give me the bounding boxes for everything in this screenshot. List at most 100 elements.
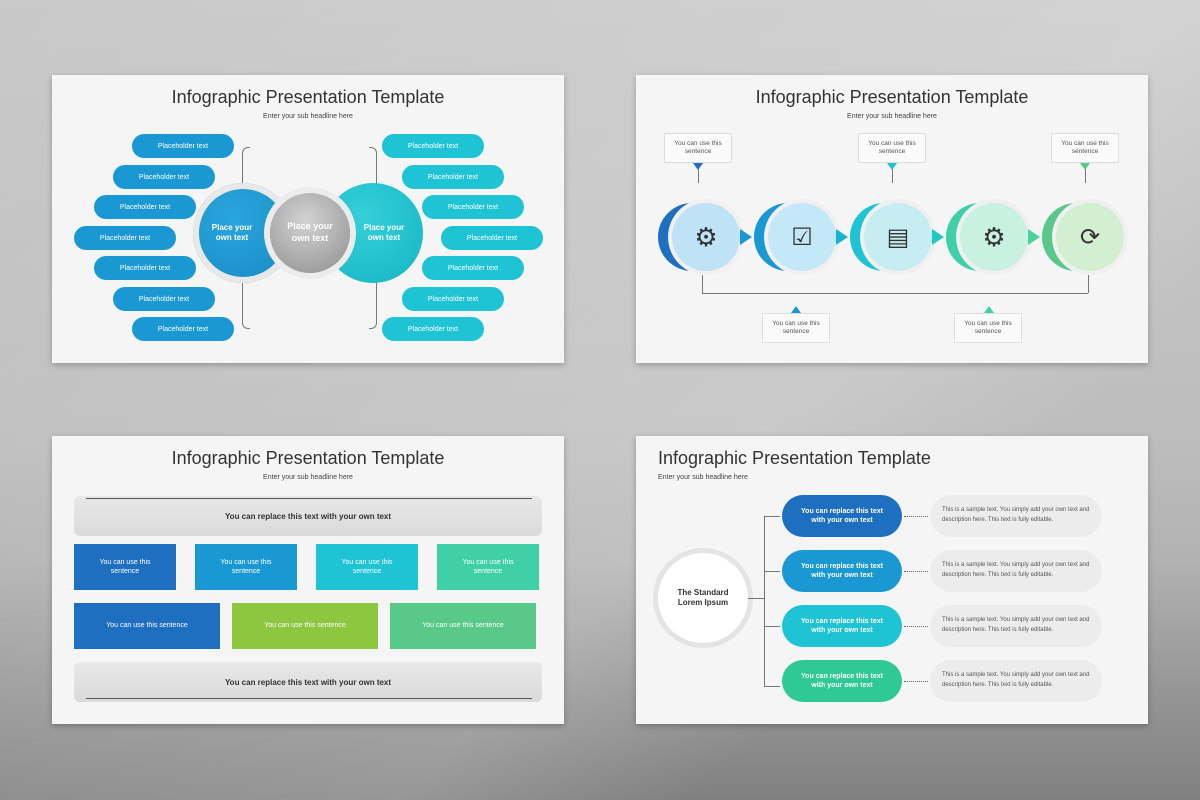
- row1-box[interactable]: You can use this sentence: [316, 544, 418, 590]
- callout-note[interactable]: You can use this sentence: [762, 313, 830, 343]
- branch-line: [748, 598, 764, 599]
- left-main-circle[interactable]: Place your own text: [193, 183, 293, 283]
- dotted-connector: [904, 681, 928, 682]
- slide-arrow-boxes[interactable]: Infographic Presentation Template Enter …: [52, 436, 564, 724]
- right-placeholder-pill[interactable]: Placeholder text: [402, 165, 504, 189]
- row1-box-text: You can use this sentence: [220, 558, 272, 575]
- branch-line: [764, 571, 780, 572]
- row1-box[interactable]: You can use this sentence: [195, 544, 297, 590]
- branch-line: [764, 626, 780, 627]
- right-placeholder-pill[interactable]: Placeholder text: [382, 317, 484, 341]
- left-placeholder-pill[interactable]: Placeholder text: [113, 165, 215, 189]
- bottom-banner[interactable]: You can replace this text with your own …: [74, 662, 542, 702]
- left-placeholder-pill[interactable]: Placeholder text: [132, 134, 234, 158]
- pointer-arrow: [791, 306, 801, 313]
- right-placeholder-pill[interactable]: Placeholder text: [382, 134, 484, 158]
- slide-title: Infographic Presentation Template: [755, 87, 1029, 107]
- step-circle[interactable]: ⚙: [672, 203, 740, 271]
- left-placeholder-pill[interactable]: Placeholder text: [74, 226, 176, 250]
- left-circle-label: Place your own text: [211, 222, 253, 242]
- gears-icon: ⚙: [982, 221, 1006, 252]
- item-pill[interactable]: You can replace this text with your own …: [782, 495, 902, 537]
- slide-process-flow[interactable]: Infographic Presentation Template Enter …: [636, 75, 1148, 363]
- banner-rule: [86, 498, 532, 499]
- top-banner-text: You can replace this text with your own …: [224, 511, 392, 521]
- right-placeholder-pill[interactable]: Placeholder text: [402, 287, 504, 311]
- row1-box[interactable]: You can use this sentence: [74, 544, 176, 590]
- step-circle[interactable]: ▤: [864, 203, 932, 271]
- dotted-connector: [904, 516, 928, 517]
- callout-note[interactable]: You can use this sentence: [664, 133, 732, 163]
- callout-note[interactable]: You can use this sentence: [858, 133, 926, 163]
- left-placeholder-pill[interactable]: Placeholder text: [132, 317, 234, 341]
- item-description: This is a sample text. You simply add yo…: [930, 495, 1102, 537]
- pointer-arrow: [887, 163, 897, 170]
- item-pill-label: You can replace this text with your own …: [801, 507, 883, 524]
- pointer-arrow: [1080, 163, 1090, 170]
- item-description: This is a sample text. You simply add yo…: [930, 550, 1102, 592]
- flow-arrow: [836, 229, 848, 245]
- center-topic-label: The Standard Lorem Ipsum: [677, 587, 729, 607]
- workflow-icon: ⚙: [694, 221, 718, 252]
- right-placeholder-pill[interactable]: Placeholder text: [422, 256, 524, 280]
- slide-branch-list[interactable]: Infographic Presentation Template Enter …: [636, 436, 1148, 724]
- connector-line: [702, 275, 703, 293]
- pointer-arrow: [693, 163, 703, 170]
- item-pill-label: You can replace this text with your own …: [801, 672, 883, 689]
- item-description: This is a sample text. You simply add yo…: [930, 660, 1102, 702]
- connector-line: [1088, 275, 1089, 293]
- row2-box[interactable]: You can use this sentence: [232, 603, 378, 649]
- callout-note[interactable]: You can use this sentence: [1051, 133, 1119, 163]
- center-circle[interactable]: Place your own text: [270, 193, 350, 273]
- item-pill[interactable]: You can replace this text with your own …: [782, 660, 902, 702]
- left-placeholder-pill[interactable]: Placeholder text: [94, 256, 196, 280]
- left-placeholder-pill[interactable]: Placeholder text: [113, 287, 215, 311]
- connector-line: [892, 163, 893, 183]
- slide-title: Infographic Presentation Template: [171, 448, 445, 468]
- row2-box-text: You can use this sentence: [264, 622, 346, 630]
- branch-line: [764, 686, 780, 687]
- row1-box-text: You can use this sentence: [341, 558, 393, 575]
- connector-line: [698, 163, 699, 183]
- center-circle-label: Place your own text: [287, 221, 333, 243]
- branch-line: [764, 516, 780, 517]
- banner-rule: [86, 698, 532, 699]
- slide-mind-map[interactable]: Infographic Presentation Template Enter …: [52, 75, 564, 363]
- row2-box-text: You can use this sentence: [106, 622, 188, 630]
- left-placeholder-pill[interactable]: Placeholder text: [94, 195, 196, 219]
- step-circle[interactable]: ⟳: [1056, 203, 1124, 271]
- slide-subtitle: Enter your sub headline here: [263, 113, 353, 120]
- slide-subtitle: Enter your sub headline here: [658, 474, 748, 481]
- item-pill[interactable]: You can replace this text with your own …: [782, 605, 902, 647]
- row1-box-text: You can use this sentence: [99, 558, 151, 575]
- item-pill[interactable]: You can replace this text with your own …: [782, 550, 902, 592]
- flow-arrow: [1028, 229, 1040, 245]
- dotted-connector: [904, 626, 928, 627]
- right-placeholder-pill[interactable]: Placeholder text: [422, 195, 524, 219]
- flow-arrow: [932, 229, 944, 245]
- right-placeholder-pill[interactable]: Placeholder text: [441, 226, 543, 250]
- row1-box[interactable]: You can use this sentence: [437, 544, 539, 590]
- row2-box[interactable]: You can use this sentence: [390, 603, 536, 649]
- slide-title: Infographic Presentation Template: [658, 448, 931, 468]
- branch-line: [764, 516, 765, 686]
- row1-box-text: You can use this sentence: [462, 558, 514, 575]
- row2-box-text: You can use this sentence: [422, 622, 504, 630]
- dotted-connector: [904, 571, 928, 572]
- slide-title: Infographic Presentation Template: [171, 87, 445, 107]
- slide-subtitle: Enter your sub headline here: [263, 474, 353, 481]
- step-circle[interactable]: ☑: [768, 203, 836, 271]
- step-circle[interactable]: ⚙: [960, 203, 1028, 271]
- item-description-text: This is a sample text. You simply add yo…: [942, 507, 1090, 523]
- item-pill-label: You can replace this text with your own …: [801, 617, 883, 634]
- item-description-text: This is a sample text. You simply add yo…: [942, 672, 1090, 688]
- top-banner[interactable]: You can replace this text with your own …: [74, 496, 542, 536]
- item-pill-label: You can replace this text with your own …: [801, 562, 883, 579]
- row2-box[interactable]: You can use this sentence: [74, 603, 220, 649]
- item-description-text: This is a sample text. You simply add yo…: [942, 617, 1090, 633]
- bottom-banner-text: You can replace this text with your own …: [224, 677, 392, 687]
- connector-line: [1085, 163, 1086, 183]
- center-topic-circle[interactable]: The Standard Lorem Ipsum: [658, 553, 748, 643]
- slide-subtitle: Enter your sub headline here: [847, 113, 937, 120]
- callout-note[interactable]: You can use this sentence: [954, 313, 1022, 343]
